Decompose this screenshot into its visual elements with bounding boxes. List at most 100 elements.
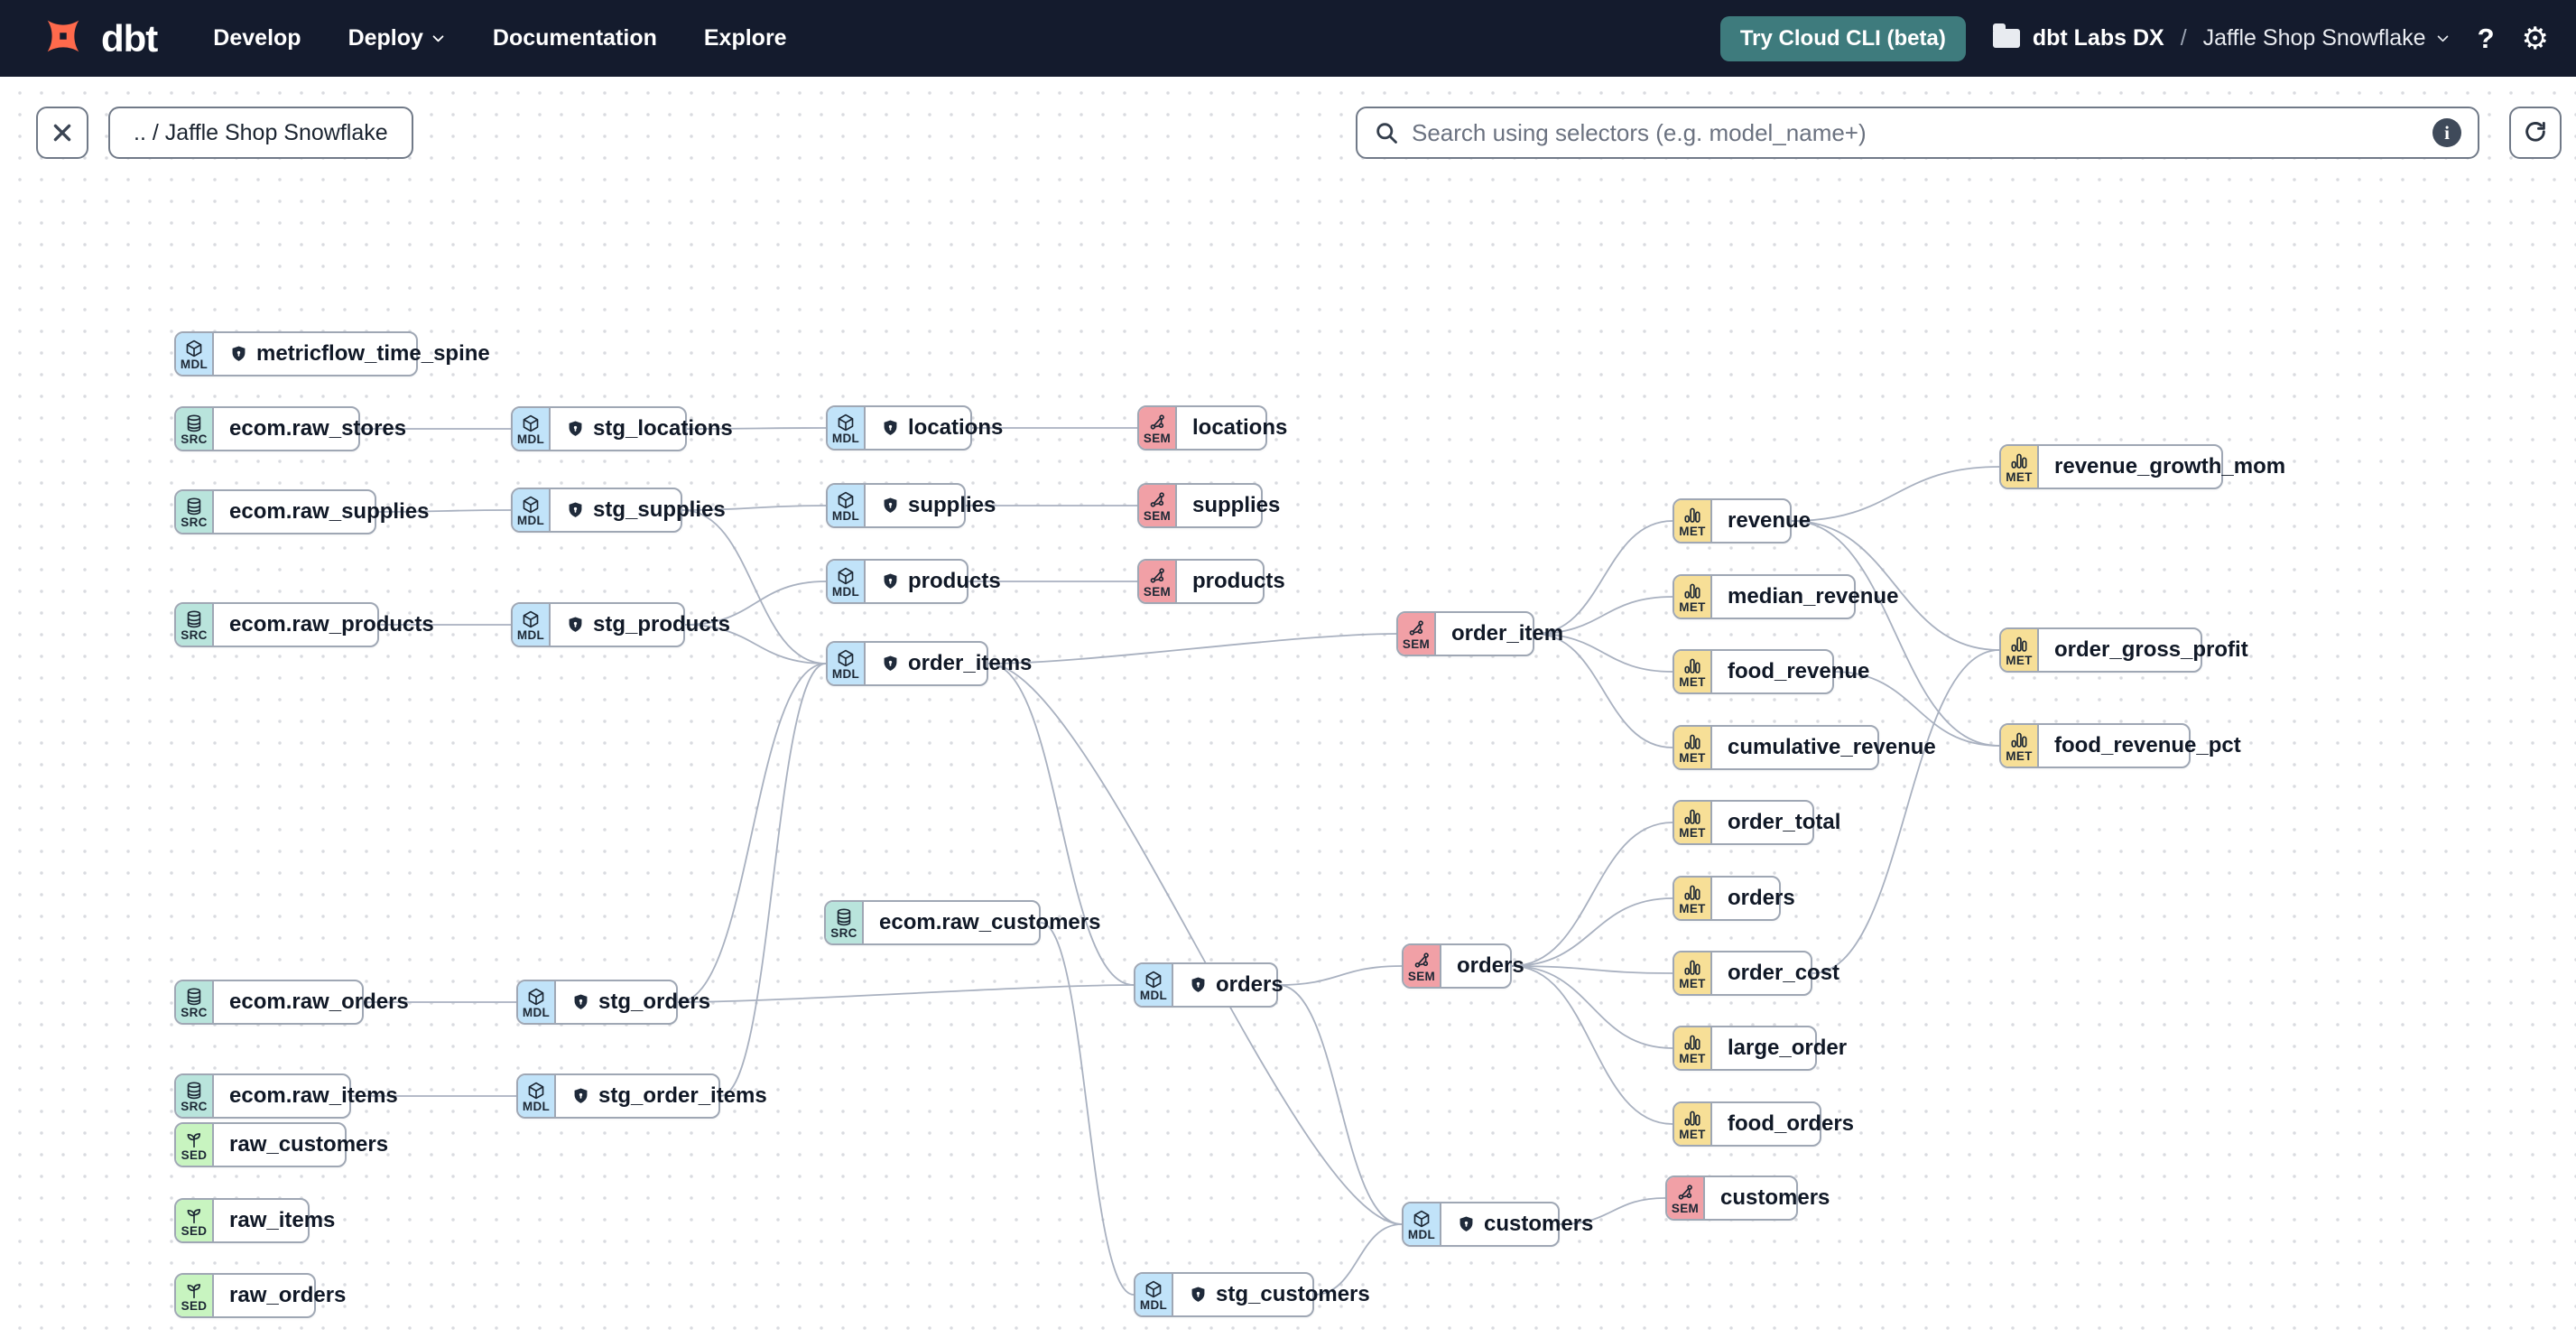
lineage-canvas[interactable] <box>0 77 2576 1338</box>
cube-icon: MDL <box>513 604 551 646</box>
node-type-tag: MET <box>1679 976 1706 990</box>
dbt-logo-text: dbt <box>101 16 158 60</box>
edge-met_order_cost-met_order_gross_profit <box>1812 649 2000 974</box>
semantic-model-icon: SEM <box>1139 485 1177 526</box>
node-name-text: stg_products <box>593 612 731 636</box>
node-label: supplies <box>866 485 1011 526</box>
menu-deploy[interactable]: Deploy <box>348 25 446 51</box>
node-name-text: locations <box>908 415 1004 440</box>
node-type-tag: MET <box>2006 653 2033 667</box>
shield-icon <box>881 497 900 516</box>
try-cloud-cli-button[interactable]: Try Cloud CLI (beta) <box>1719 15 1966 61</box>
refresh-button[interactable] <box>2509 107 2562 159</box>
node-name-text: stg_supplies <box>593 497 726 522</box>
menu-documentation[interactable]: Documentation <box>492 25 657 51</box>
help-icon[interactable]: ? <box>2477 22 2495 54</box>
node-food_revenue_pct-met[interactable]: MET food_revenue_pct <box>1999 723 2241 768</box>
node-label: ecom.raw_customers <box>864 902 1116 943</box>
database-icon: SRC <box>176 604 214 646</box>
edge-mdl_order_items-mdl_orders <box>987 663 1135 986</box>
node-name-text: metricflow_time_spine <box>256 341 490 366</box>
node-name-text: food_revenue_pct <box>2054 733 2241 757</box>
shield-icon <box>1189 976 1208 995</box>
node-metricflow_time_spine-mdl[interactable]: MDL metricflow_time_spine <box>174 331 490 376</box>
metric-icon: MET <box>1674 727 1712 768</box>
top-navbar: dbt Develop Deploy Documentation Explore… <box>0 0 2576 77</box>
gear-icon[interactable]: ⚙ <box>2521 20 2549 57</box>
dbt-logo[interactable]: dbt <box>38 11 158 66</box>
node-label: locations <box>866 407 1018 449</box>
cube-icon: MDL <box>176 333 214 375</box>
node-type-tag: MDL <box>1139 1297 1168 1312</box>
search-input[interactable] <box>1412 118 2420 147</box>
project-selector[interactable]: Jaffle Shop Snowflake <box>2203 25 2451 51</box>
node-label: locations <box>1177 407 1302 449</box>
node-name-text: food_revenue <box>1728 659 1870 683</box>
database-icon: SRC <box>176 491 214 533</box>
edge-src_raw_customers-mdl_stg_customers <box>1040 922 1135 1296</box>
seed-icon: SED <box>176 1124 214 1166</box>
menu-explore[interactable]: Explore <box>703 25 787 51</box>
semantic-model-icon: SEM <box>1667 1177 1705 1219</box>
edge-met_revenue-met_food_revenue_pct <box>1791 520 2000 747</box>
close-lineage-button[interactable] <box>36 107 88 159</box>
node-type-tag: MDL <box>516 627 545 642</box>
node-label: raw_items <box>214 1200 350 1241</box>
shield-icon <box>571 993 590 1012</box>
account-breadcrumb: dbt Labs DX / Jaffle Shop Snowflake <box>1992 23 2451 51</box>
selector-search[interactable]: i <box>1356 107 2479 159</box>
metric-icon: MET <box>2001 725 2039 767</box>
node-label: order_item <box>1436 613 1579 655</box>
node-type-tag: SRC <box>830 925 857 940</box>
account-name[interactable]: dbt Labs DX <box>2032 25 2164 51</box>
metric-icon: MET <box>1674 802 1712 843</box>
node-type-tag: MDL <box>831 666 860 681</box>
menu-develop[interactable]: Develop <box>213 25 301 51</box>
node-stg_products-mdl[interactable]: MDL stg_products <box>511 602 730 647</box>
edge-mdl_orders-mdl_customers <box>1277 984 1403 1225</box>
shield-icon <box>881 419 900 438</box>
info-icon[interactable]: i <box>2432 118 2461 147</box>
edge-mdl_stg_orders-mdl_orders <box>677 984 1135 1003</box>
dbt-logo-icon <box>38 11 88 66</box>
node-name-text: products <box>908 569 1001 593</box>
lineage-breadcrumb[interactable]: .. / Jaffle Shop Snowflake <box>108 107 413 159</box>
